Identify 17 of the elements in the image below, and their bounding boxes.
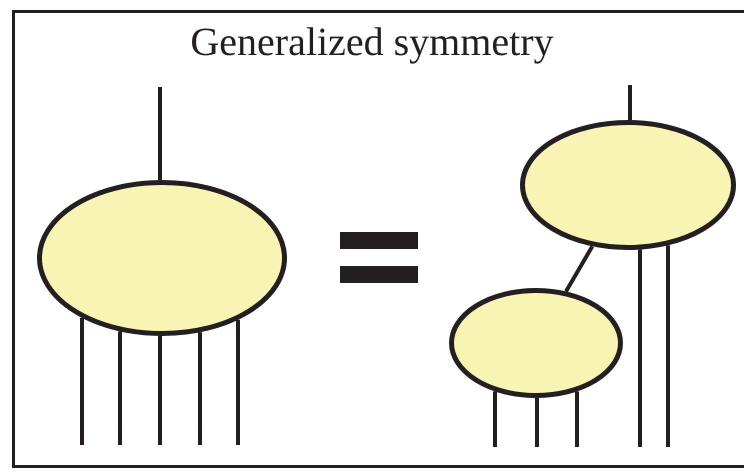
leg-line bbox=[236, 320, 240, 445]
tensor-ellipse bbox=[449, 288, 623, 398]
leg-line bbox=[638, 250, 642, 447]
tensor-ellipse bbox=[37, 180, 287, 336]
leg-line bbox=[198, 332, 202, 445]
leg-line bbox=[493, 392, 497, 447]
leg-line bbox=[575, 392, 579, 447]
leg-line bbox=[666, 245, 670, 447]
leg-line bbox=[158, 336, 162, 445]
leg-line bbox=[80, 318, 84, 445]
leg-line bbox=[158, 87, 162, 180]
tensor-ellipse bbox=[520, 120, 736, 250]
leg-line bbox=[564, 245, 594, 292]
title: Generalized symmetry bbox=[190, 18, 554, 65]
leg-line bbox=[118, 331, 122, 445]
leg-line bbox=[535, 398, 539, 447]
leg-line bbox=[628, 85, 632, 120]
